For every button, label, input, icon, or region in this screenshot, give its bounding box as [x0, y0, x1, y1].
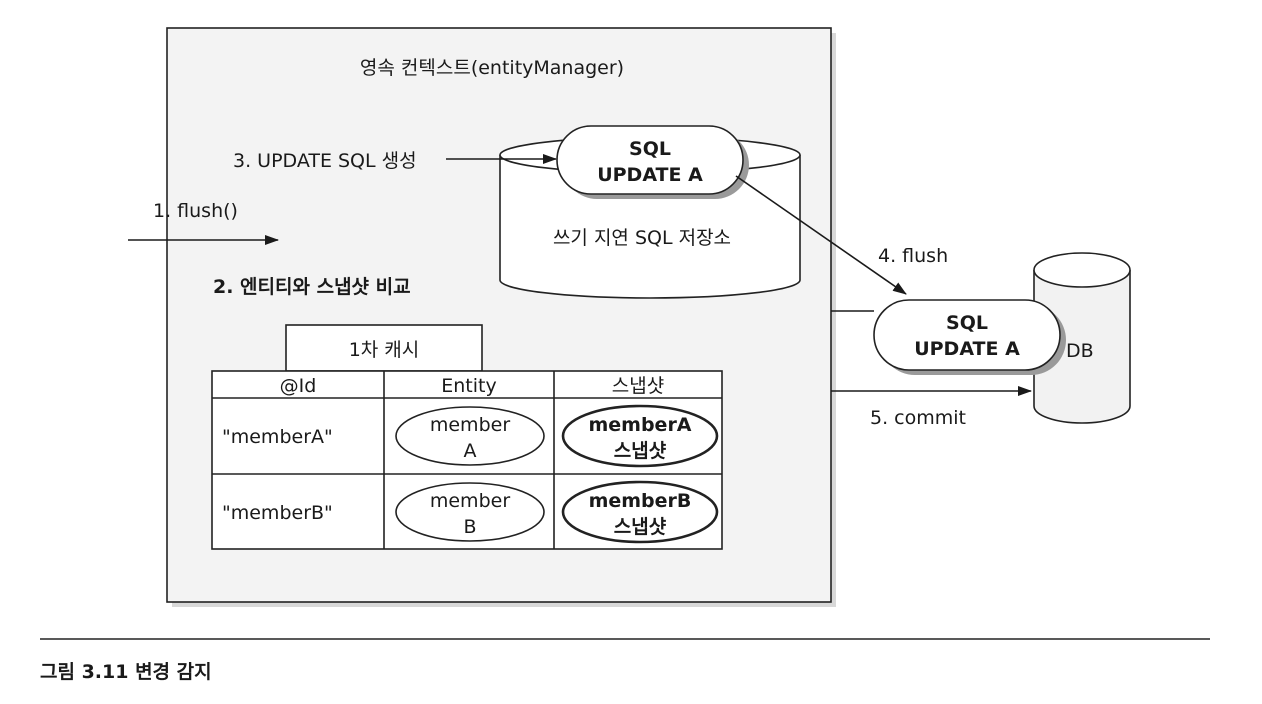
write-behind-store: 쓰기 지연 SQL 저장소 SQL UPDATE A: [499, 125, 801, 299]
entity-line1: member: [430, 414, 510, 436]
snapshot-line2: 스냅샷: [614, 516, 667, 538]
entity-line1: member: [430, 490, 510, 512]
step-flush: 4. flush: [878, 245, 948, 267]
first-level-cache: 1차 캐시 @Id Entity 스냅샷 "memberA" member A …: [211, 324, 723, 550]
context-title: 영속 컨텍스트(entityManager): [360, 57, 624, 79]
step-flush-call: 1. flush(): [153, 200, 238, 222]
header-snapshot: 스냅샷: [612, 375, 664, 397]
snapshot-oval: [561, 480, 719, 544]
header-entity: Entity: [441, 375, 496, 397]
db-label: DB: [1066, 340, 1094, 362]
snapshot-oval: [561, 404, 719, 468]
entity-oval: [395, 406, 545, 466]
row-id: "memberB": [222, 502, 333, 524]
entity-line2: B: [463, 516, 476, 538]
step-generate-sql: 3. UPDATE SQL 생성: [233, 150, 417, 172]
table-row: "memberA" member A memberA 스냅샷: [222, 404, 719, 468]
entity-oval: [395, 482, 545, 542]
step-commit: 5. commit: [870, 407, 966, 429]
sql-pill-store: SQL UPDATE A: [556, 125, 749, 199]
row-id: "memberA": [222, 426, 333, 448]
sql-pill-db: SQL UPDATE A: [873, 299, 1066, 375]
sql-pill-store-line2: UPDATE A: [597, 164, 703, 186]
sql-pill-store-line1: SQL: [629, 138, 671, 160]
snapshot-line1: memberB: [589, 490, 692, 512]
table-row: "memberB" member B memberB 스냅샷: [222, 480, 719, 544]
header-id: @Id: [280, 375, 317, 397]
snapshot-line1: memberA: [588, 414, 691, 436]
sql-pill-db-line2: UPDATE A: [914, 338, 1020, 360]
entity-line2: A: [464, 440, 477, 462]
snapshot-line2: 스냅샷: [614, 440, 667, 462]
db-cylinder: DB: [1033, 252, 1131, 424]
cache-title: 1차 캐시: [349, 339, 420, 361]
cache-table: @Id Entity 스냅샷 "memberA" member A member…: [211, 370, 723, 550]
step-compare: 2. 엔티티와 스냅샷 비교: [213, 276, 411, 298]
write-store-label: 쓰기 지연 SQL 저장소: [553, 227, 731, 249]
figure-caption: 그림 3.11 변경 감지: [40, 661, 212, 683]
arrow-flush-to-db: [735, 175, 907, 295]
sql-pill-db-line1: SQL: [946, 312, 988, 334]
arrows: [128, 154, 1032, 396]
